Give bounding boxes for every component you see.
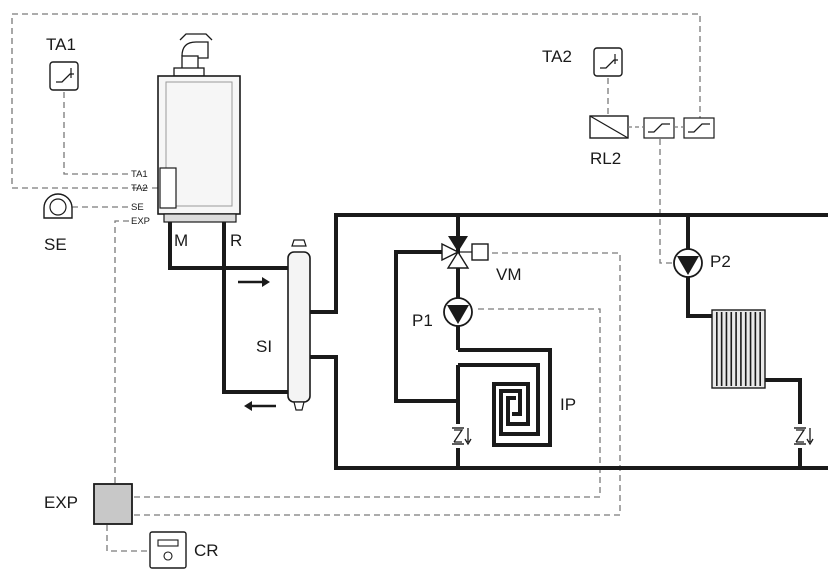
cr-box	[149, 531, 187, 569]
wire-vm	[134, 252, 621, 516]
pipe-return-header	[310, 355, 828, 470]
pipe-floor-coil	[458, 348, 552, 447]
display-icon	[157, 539, 179, 547]
boiler-panel	[165, 81, 233, 207]
pipe-return-r	[222, 222, 288, 394]
thermostat-ta2: TA2	[542, 47, 623, 77]
boiler: M R	[157, 33, 242, 250]
flue-collar	[173, 67, 205, 77]
arrow-right-icon	[262, 277, 270, 287]
label-ip: IP	[560, 395, 576, 414]
pump-icon	[447, 305, 469, 324]
boiler-terminals: TA1 TA2 SE EXP	[131, 169, 150, 227]
arrow-left-icon	[244, 401, 252, 411]
external-sensor-se: SE	[43, 193, 73, 254]
arrow-down-icon	[806, 428, 814, 446]
switch-icon	[648, 123, 670, 133]
flow-arrows	[238, 277, 276, 411]
wire-cr	[106, 525, 150, 552]
thermostat-icon	[56, 73, 74, 83]
hydraulic-separator-si: SI	[256, 239, 311, 411]
check-valve-floor	[452, 424, 472, 448]
check-valve-icon	[795, 429, 806, 443]
check-valve-radiator	[794, 424, 814, 448]
expansion-module-exp: EXP	[44, 483, 133, 525]
label-p2: P2	[710, 252, 731, 271]
switch-icon	[688, 123, 710, 133]
terminal-exp: EXP	[131, 216, 150, 227]
label-vm: VM	[496, 265, 522, 284]
pipe-floor-coil-return	[458, 363, 540, 436]
check-valve-icon	[453, 429, 464, 443]
radiator-body	[711, 309, 766, 389]
terminal-ta1: TA1	[131, 169, 148, 180]
label-se: SE	[44, 235, 67, 254]
thermostat-ta1-box	[49, 61, 79, 91]
label-p1: P1	[412, 311, 433, 330]
valve-triangle-side	[441, 242, 460, 262]
valve-actuator	[471, 243, 489, 261]
terminal-se: SE	[131, 202, 144, 213]
wire-p1	[134, 308, 601, 498]
pump-icon	[677, 256, 699, 275]
pipe-flow-m	[168, 222, 288, 270]
sensor-icon	[49, 198, 67, 216]
label-ta2: TA2	[542, 47, 572, 66]
terminal-block	[159, 167, 177, 209]
wire-rl2-p2	[659, 139, 672, 264]
label-cr: CR	[194, 541, 219, 560]
label-rl2: RL2	[590, 149, 621, 168]
pump-p1: P1	[412, 297, 473, 330]
label-ta1: TA1	[46, 35, 76, 54]
label-r: R	[230, 231, 242, 250]
flue-elbow	[181, 41, 209, 59]
pump-p2: P2	[673, 248, 731, 278]
pipe-supply-header	[310, 213, 828, 314]
sensor-se-housing	[43, 193, 73, 219]
valve-triangle-bottom	[446, 250, 470, 269]
wire-exp	[114, 220, 130, 483]
knob-icon	[163, 551, 173, 561]
radiator	[711, 309, 766, 389]
flue-cap	[179, 33, 213, 41]
relay-contact-1	[643, 117, 675, 139]
mixing-valve-vm: VM	[441, 236, 522, 284]
relay-coil-icon	[589, 115, 629, 139]
thermostat-icon	[600, 59, 618, 69]
thermostat-ta2-box	[593, 47, 623, 77]
relay-contact-2	[683, 117, 715, 139]
remote-control-cr: CR	[149, 531, 219, 569]
wire-ta2-loop	[11, 13, 701, 189]
label-si: SI	[256, 337, 272, 356]
air-vent-icon	[291, 239, 307, 247]
control-wiring	[11, 13, 701, 552]
drain-valve-icon	[293, 401, 305, 411]
boiler-connection-base	[163, 213, 237, 223]
separator-body	[287, 251, 311, 403]
thermostat-ta1: TA1	[46, 35, 79, 91]
arrow-down-icon	[464, 428, 472, 446]
exp-box	[93, 483, 133, 525]
wire-ta1	[63, 92, 130, 175]
label-m: M	[174, 231, 188, 250]
valve-triangle-top	[448, 236, 468, 252]
label-exp: EXP	[44, 493, 78, 512]
relay-rl2: RL2	[589, 115, 715, 168]
pipe-bypass	[394, 250, 458, 403]
terminal-ta2: TA2	[131, 183, 148, 194]
